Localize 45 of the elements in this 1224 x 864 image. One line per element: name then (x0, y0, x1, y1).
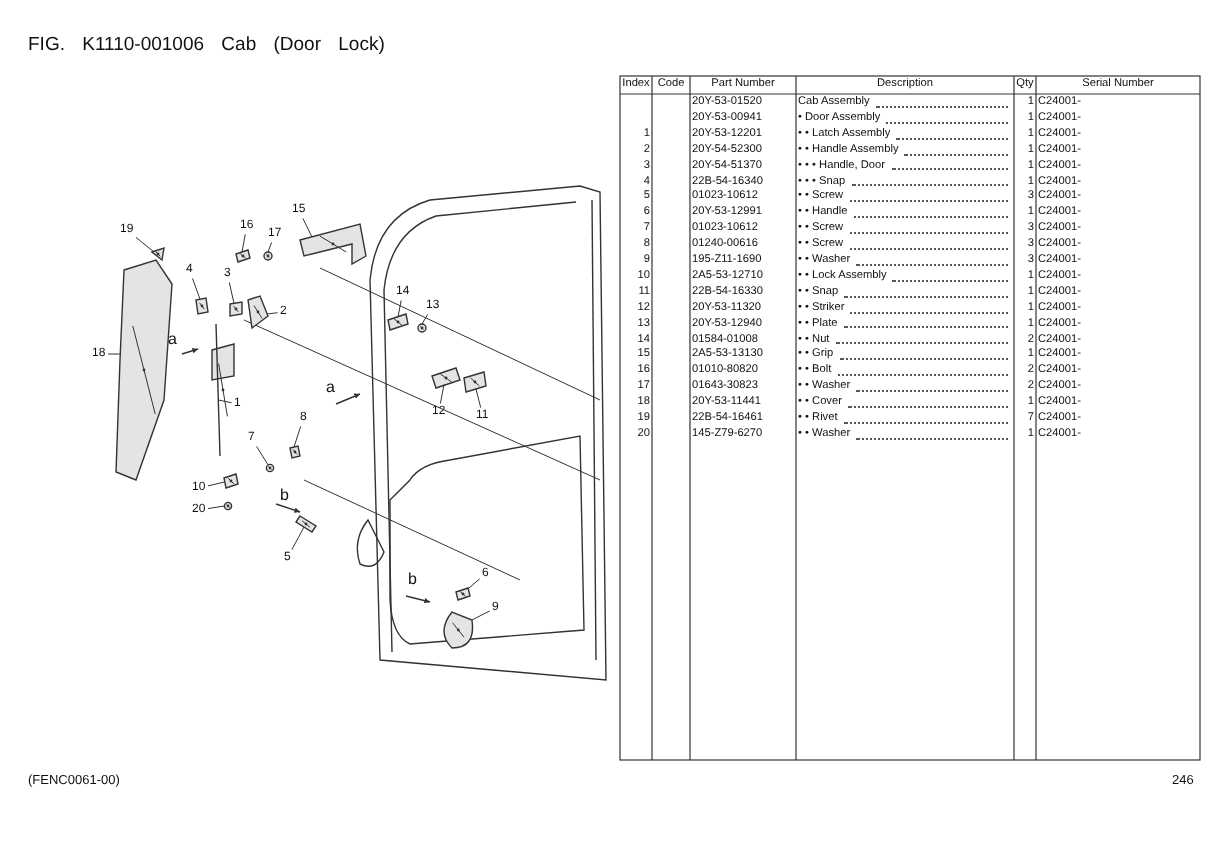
leader-line (256, 445, 269, 466)
part-drawing (295, 515, 317, 533)
part-drawing (387, 313, 409, 331)
leader-line (217, 399, 233, 404)
leader-line (228, 281, 235, 304)
leader-line (291, 526, 305, 551)
part-drawing (229, 301, 243, 317)
part-drawing (455, 587, 471, 601)
part-drawing (463, 371, 487, 393)
part-drawing (235, 249, 251, 263)
leader-line (293, 425, 302, 448)
leader-line (207, 481, 226, 487)
view-letter: b (280, 488, 289, 504)
part-drawing (247, 295, 269, 330)
leader-line (267, 241, 273, 253)
leader-line (421, 313, 429, 325)
part-drawing (417, 323, 427, 333)
leader-line (191, 277, 201, 300)
leader-line (207, 505, 225, 510)
part-drawing (223, 501, 233, 511)
leader-line (397, 299, 402, 318)
part-drawing (431, 367, 461, 389)
part-drawing (299, 223, 367, 266)
part-drawing (443, 611, 474, 649)
part-drawing (289, 445, 301, 459)
part-drawing (211, 323, 235, 457)
view-letter: a (326, 380, 335, 396)
part-drawing (265, 463, 275, 473)
leader-line (439, 383, 445, 405)
leader-line (471, 610, 491, 621)
figure-title: FIG. K1110-001006 Cab (Door Lock) (28, 36, 385, 55)
part-drawing (223, 473, 239, 489)
part-drawing (115, 259, 173, 481)
leader-line (241, 233, 246, 253)
view-letter: b (408, 572, 417, 588)
leader-line (475, 388, 482, 409)
leader-line (467, 578, 481, 590)
leader-line (266, 312, 279, 315)
leader-line (135, 236, 155, 253)
part-drawing (150, 246, 165, 262)
part-drawing (263, 251, 273, 261)
leader-line (302, 217, 313, 238)
leader-line (107, 353, 121, 355)
part-drawing (195, 297, 209, 315)
view-letter: a (168, 332, 177, 348)
